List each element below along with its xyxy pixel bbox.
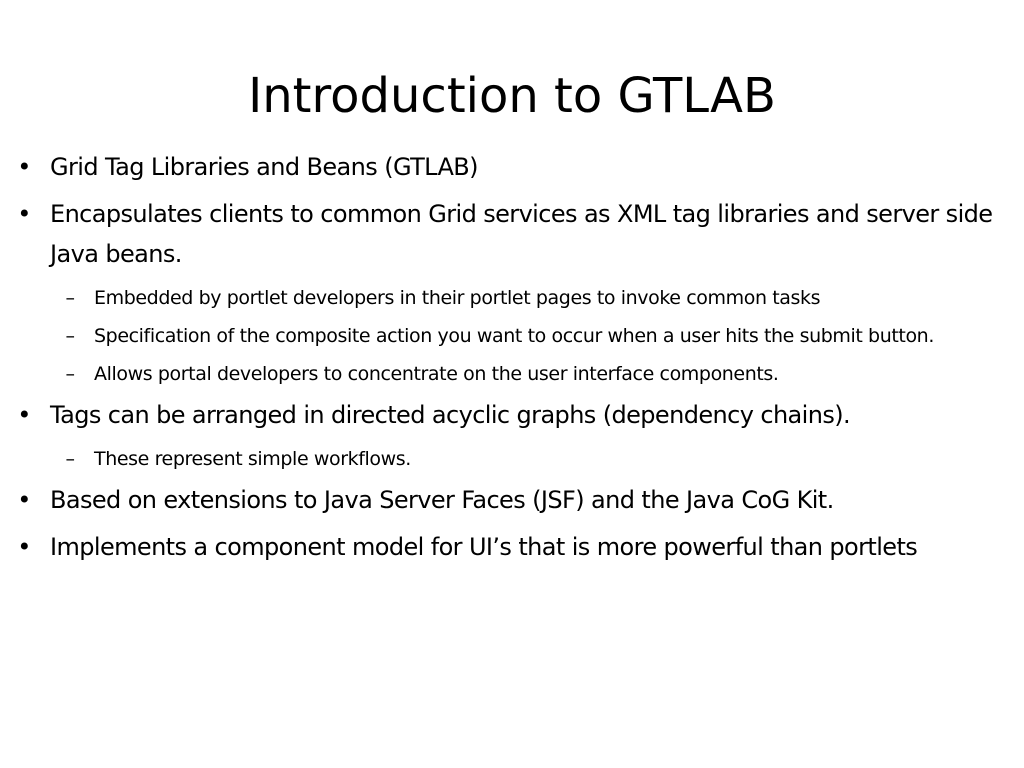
list-item: • Encapsulates clients to common Grid se… xyxy=(14,194,1004,274)
list-item: – Embedded by portlet developers in thei… xyxy=(14,281,1004,315)
dash-icon: – xyxy=(65,363,75,385)
list-item-text: These represent simple workflows. xyxy=(94,448,411,470)
dash-icon: – xyxy=(65,287,75,309)
list-item: – Specification of the composite action … xyxy=(14,319,1004,353)
bullet-icon: • xyxy=(17,533,31,561)
list-item: • Tags can be arranged in directed acycl… xyxy=(14,395,1004,435)
list-item-text: Embedded by portlet developers in their … xyxy=(94,287,821,309)
bullet-icon: • xyxy=(17,401,31,429)
list-item: – These represent simple workflows. xyxy=(14,442,1004,476)
list-item-text: Grid Tag Libraries and Beans (GTLAB) xyxy=(50,153,479,181)
list-item-text: Based on extensions to Java Server Faces… xyxy=(50,486,834,514)
bullet-icon: • xyxy=(17,486,31,514)
list-item: • Based on extensions to Java Server Fac… xyxy=(14,480,1004,520)
list-item-text: Implements a component model for UI’s th… xyxy=(50,533,918,561)
bullet-icon: • xyxy=(17,153,31,181)
slide-title: Introduction to GTLAB xyxy=(248,68,776,124)
dash-icon: – xyxy=(65,448,75,470)
bullet-icon: • xyxy=(17,200,31,228)
list-item-text: Tags can be arranged in directed acyclic… xyxy=(50,401,851,429)
list-item-text: Specification of the composite action yo… xyxy=(94,325,934,347)
list-item: – Allows portal developers to concentrat… xyxy=(14,357,1004,391)
list-item-text: Encapsulates clients to common Grid serv… xyxy=(50,200,993,268)
list-item-text: Allows portal developers to concentrate … xyxy=(94,363,779,385)
bullet-list: • Grid Tag Libraries and Beans (GTLAB) •… xyxy=(14,147,1004,574)
list-item: • Grid Tag Libraries and Beans (GTLAB) xyxy=(14,147,1004,187)
dash-icon: – xyxy=(65,325,75,347)
list-item: • Implements a component model for UI’s … xyxy=(14,527,1004,567)
